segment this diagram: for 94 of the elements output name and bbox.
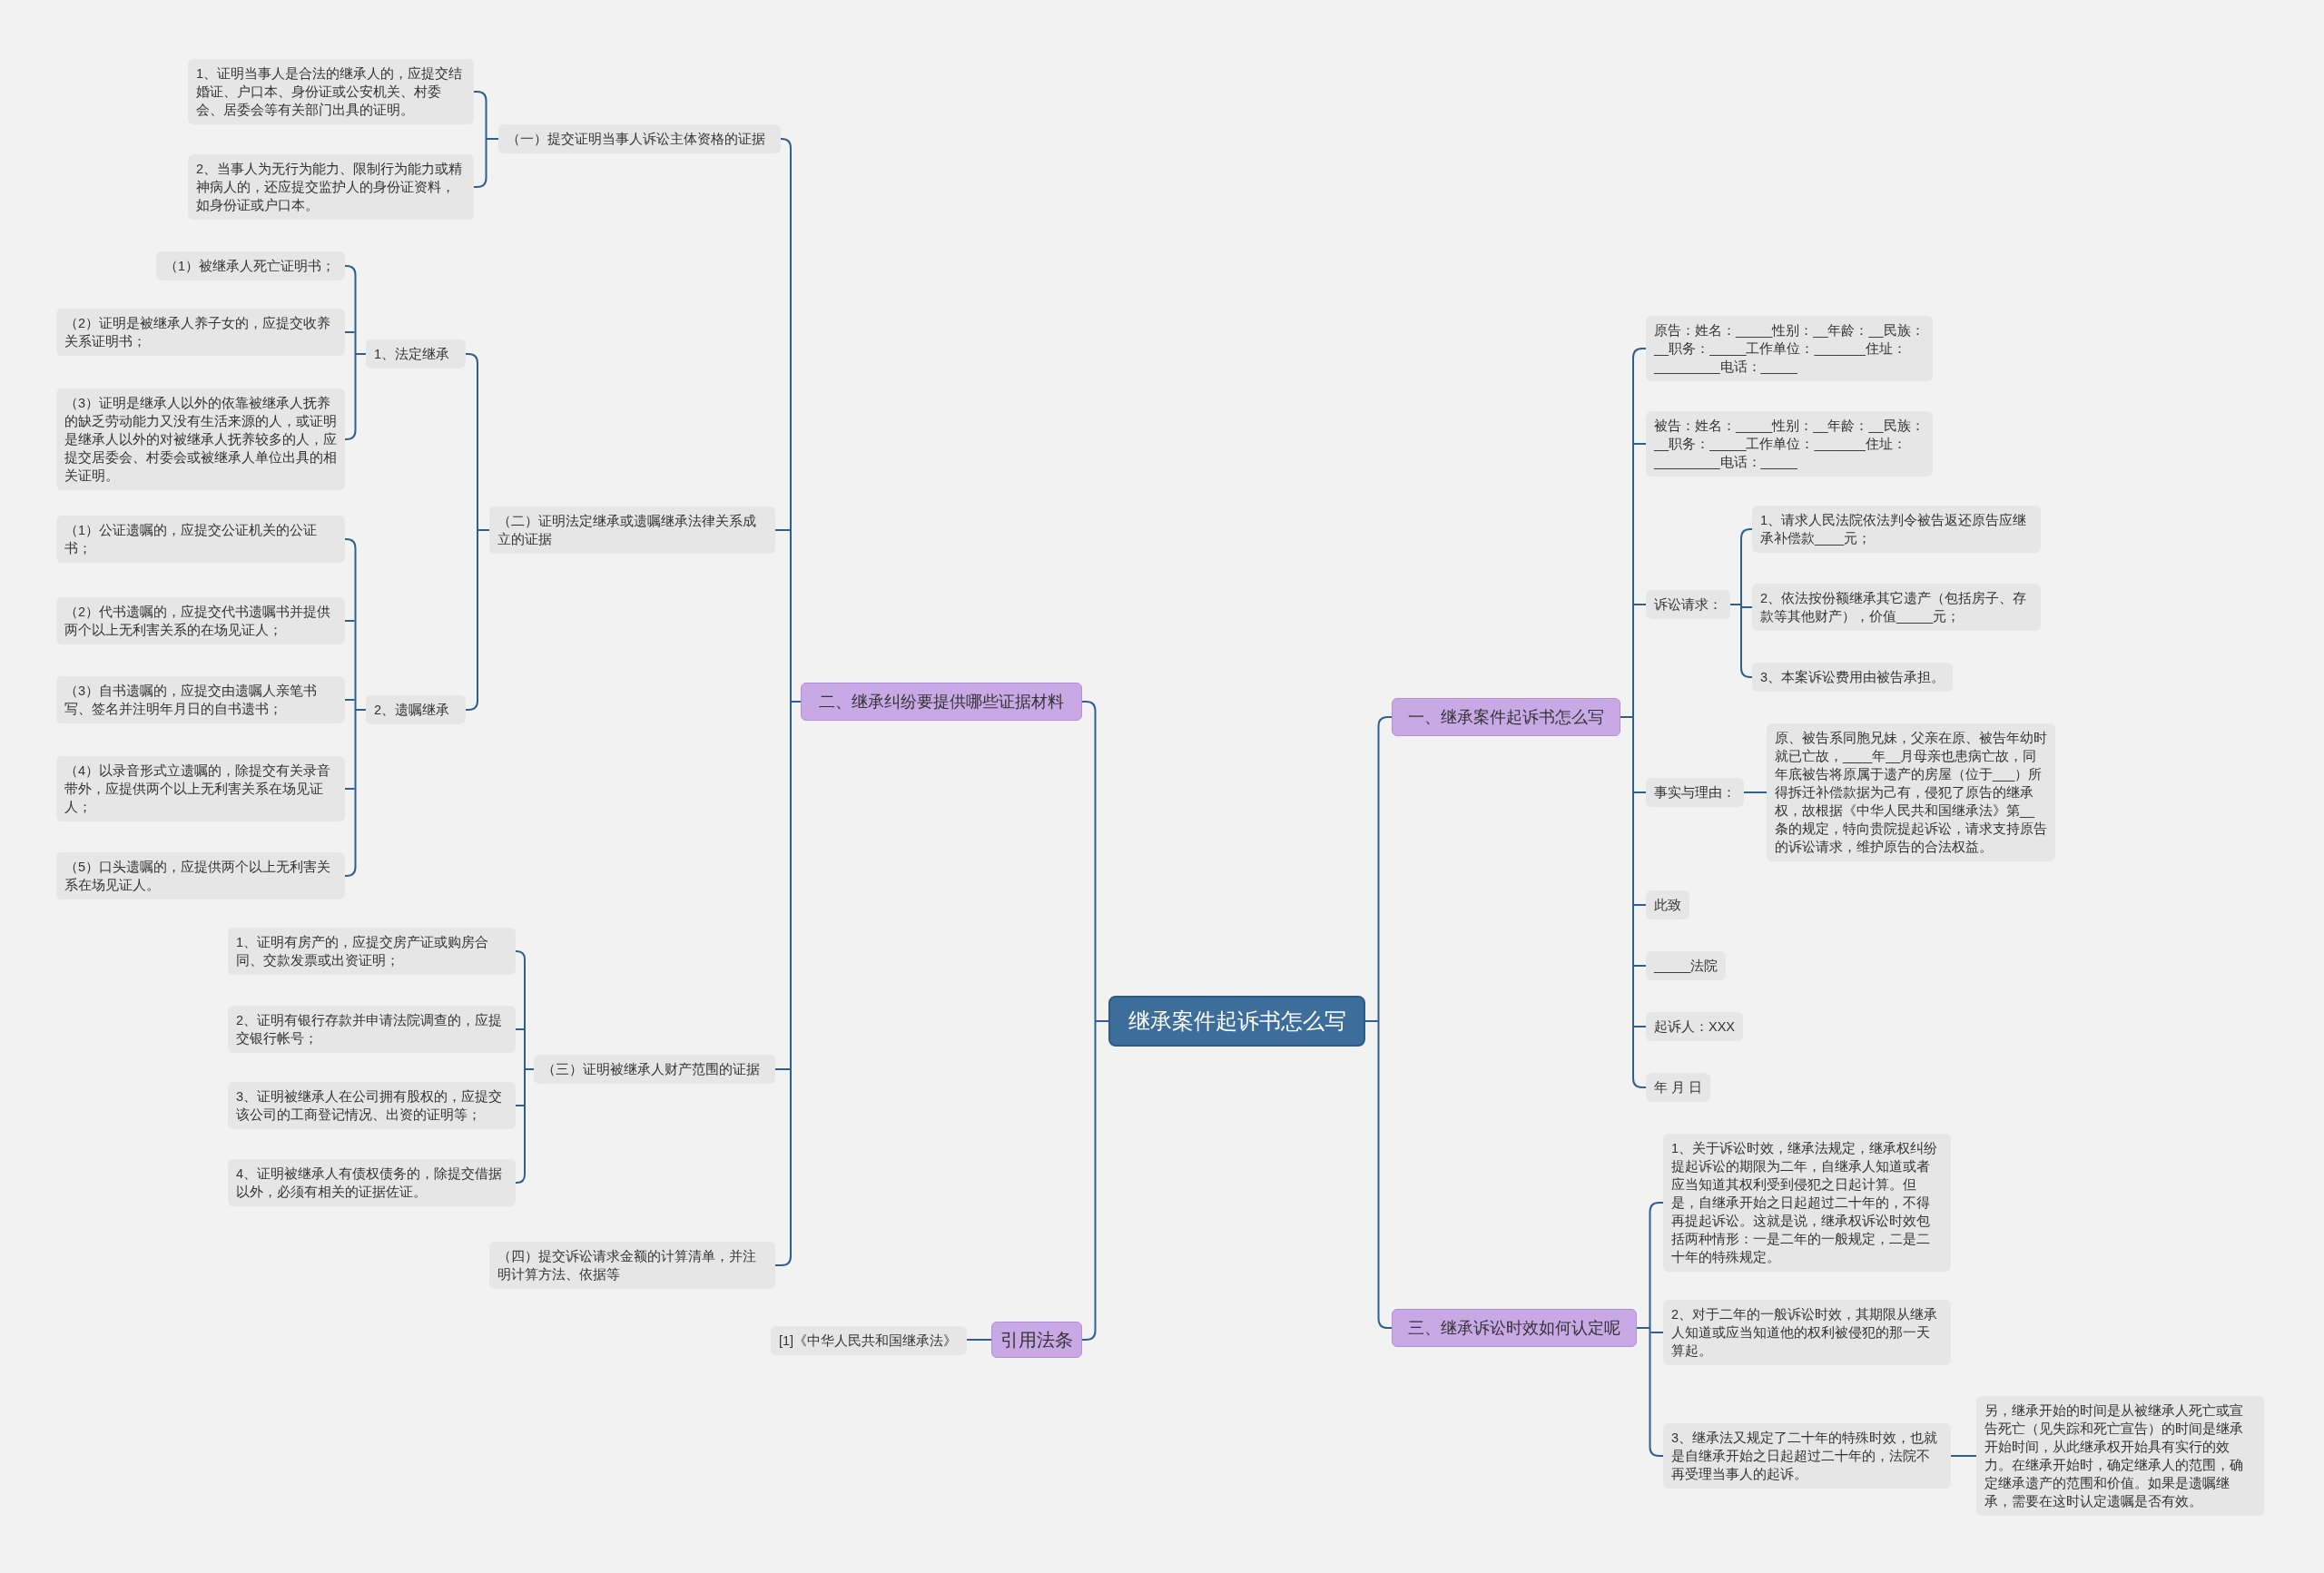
connector-line <box>774 1068 791 1070</box>
connector-line <box>524 959 535 1175</box>
connector-line <box>790 147 802 1257</box>
subtopic: 原告：姓名：_____性别：__年龄：__民族：__职务：_____工作单位：_______住址：_________电话：_____ <box>1646 316 1933 381</box>
connector-line <box>1620 357 1634 1079</box>
subtopic: 诉讼请求： <box>1646 590 1730 619</box>
connector-line <box>1633 443 1647 445</box>
connector-line <box>465 353 478 364</box>
connector-line <box>1649 1202 1664 1213</box>
connector-line <box>1633 791 1647 793</box>
subtopic: 2、证明有银行存款并申请法院调查的，应提交银行帐号； <box>228 1006 516 1053</box>
connector-line <box>473 177 487 188</box>
subtopic: （1）被继承人死亡证明书； <box>156 251 345 280</box>
connector-line <box>344 331 356 333</box>
subtopic: [1]《中华人民共和国继承法》 <box>771 1326 967 1355</box>
subtopic: （2）代书遗嘱的，应提交代书遗嘱书并提供两个以上无利害关系的在场见证人； <box>56 597 345 644</box>
subtopic: 2、当事人为无行为能力、限制行为能力或精神病人的，还应提交监护人的身份证资料，如身份证或户口本。 <box>188 154 474 220</box>
connector-line <box>344 866 357 877</box>
subtopic: 此致 <box>1646 890 1689 919</box>
connector-line <box>515 1105 525 1106</box>
connector-line <box>477 362 490 702</box>
subtopic: （4）以录音形式立遗嘱的，除提交有关录音带外，应提供两个以上无利害关系在场见证人； <box>56 756 345 821</box>
connector-line <box>1632 1077 1647 1088</box>
main-topic: 三、继承诉讼时效如何认定呢 <box>1392 1309 1637 1347</box>
subtopic: 事实与理由： <box>1646 778 1744 807</box>
connector-line <box>1633 1026 1647 1027</box>
connector-line <box>344 538 357 549</box>
connector-line <box>1729 537 1742 669</box>
connector-line <box>1649 1332 1664 1333</box>
connector-line <box>473 91 487 102</box>
connector-line <box>344 265 357 276</box>
subtopic: 2、对于二年的一般诉讼时效，其期限从继承人知道或应当知道他的权利被侵犯的那一天算起。 <box>1663 1300 1951 1365</box>
connector-line <box>1633 965 1647 967</box>
main-topic: 一、继承案件起诉书怎么写 <box>1392 698 1620 736</box>
connector-line <box>780 138 792 149</box>
connector-line <box>1364 725 1380 1320</box>
subtopic: （1）公证遗嘱的，应提交公证机关的公证书； <box>56 516 345 563</box>
connector-line <box>344 788 356 790</box>
connector-line <box>515 1028 525 1030</box>
connector-line <box>465 700 478 711</box>
connector-line <box>1633 604 1647 605</box>
subtopic: 1、关于诉讼时效，继承法规定，继承权纠纷提起诉讼的期限为二年，自继承人知道或者应当知道其权利受到侵犯之日起计算。但是，自继承开始之日起超过二十年的，不得再提起诉讼。这就是说，继承权诉讼时效包括两种情形：一是二年的一般规定，二是二十年的特殊规定。 <box>1663 1134 1951 1272</box>
main-topic: 二、继承纠纷要提供哪些证据材料 <box>801 683 1082 721</box>
connector-line <box>1740 528 1753 539</box>
connector-line <box>1743 791 1768 793</box>
connector-line <box>1740 667 1753 678</box>
subtopic: 1、证明当事人是合法的继承人的，应提交结婚证、户口本、身份证或公安机关、村委会、居委会等有关部门出具的证明。 <box>188 59 474 124</box>
connector-line <box>1081 701 1097 712</box>
subtopic: 起诉人：XXX <box>1646 1012 1743 1041</box>
connector-line <box>485 100 499 179</box>
connector-line <box>1636 1211 1651 1448</box>
subtopic: 1、法定继承 <box>366 339 466 369</box>
connector-line <box>515 1174 526 1184</box>
subtopic: （3）证明是继承人以外的依靠被继承人抚养的缺乏劳动能力又没有生活来源的人，或证明是继承人以外的对被继承人抚养较多的人，应提交居委会、村委会或被继承人单位出具的相关证明。 <box>56 388 345 490</box>
subtopic: 3、本案诉讼费用由被告承担。 <box>1752 663 1954 692</box>
subtopic: （四）提交诉讼请求金额的计算清单，并注明计算方法、依据等 <box>489 1242 775 1289</box>
connector-line <box>1633 904 1647 906</box>
subtopic: 另，继承开始的时间是从被继承人死亡或宣告死亡（见失踪和死亡宣告）的时间是继承开始时间，从此继承权开始具有实行的效力。在继承开始时，确定继承人的范围，确定继承遗产的范围和价值。如果是遗嘱继承，需要在这时认定遗嘱是否有效。 <box>1976 1396 2264 1516</box>
subtopic: 3、继承法又规定了二十年的特殊时效，也就是自继承开始之日起超过二十年的，法院不再受理当事人的起诉。 <box>1663 1423 1951 1489</box>
subtopic: 1、证明有房产的，应提交房产证或购房合同、交款发票或出资证明； <box>228 928 516 975</box>
connector-line <box>1377 1318 1393 1329</box>
connector-line <box>1094 710 1109 1332</box>
connector-line <box>966 1339 992 1341</box>
connector-line <box>344 699 356 701</box>
connector-line <box>1741 606 1753 608</box>
connector-line <box>1377 716 1393 727</box>
connector-line <box>1950 1455 1977 1457</box>
connector-line <box>774 529 791 531</box>
subtopic: （三）证明被继承人财产范围的证据 <box>534 1055 775 1084</box>
subtopic: 原、被告系同胞兄妹，父亲在原、被告年幼时就已亡故，____年__月母亲也患病亡故，同年底被告将原属于遗产的房屋（位于___）所得拆迁补偿款据为己有，侵犯了原告的继承权，故根据《中华人民共和国继承法》第__条的规定，特向贵院提起诉讼，请求支持原告的诉讼请求，维护原告的合法权益。 <box>1767 723 2055 861</box>
subtopic: 3、证明被继承人在公司拥有股权的，应提交该公司的工商登记情况、出资的证明等； <box>228 1082 516 1129</box>
subtopic: 2、遗嘱继承 <box>366 695 466 724</box>
connector-line <box>774 1255 792 1266</box>
subtopic: （二）证明法定继承或遗嘱继承法律关系成立的证据 <box>489 506 775 554</box>
subtopic: _____法院 <box>1646 951 1727 980</box>
connector-line <box>1632 348 1647 359</box>
subtopic: 1、请求人民法院依法判令被告返还原告应继承补偿款____元； <box>1752 506 2041 553</box>
connector-line <box>344 620 356 622</box>
connector-line <box>344 429 357 440</box>
subtopic: 被告：姓名：_____性别：__年龄：__民族：__职务：_____工作单位：_______住址：_________电话：_____ <box>1646 411 1933 477</box>
connector-line <box>354 274 367 431</box>
subtopic: （5）口头遗嘱的，应提供两个以上无利害关系在场见证人。 <box>56 852 345 900</box>
main-topic: 引用法条 <box>991 1322 1082 1358</box>
connector-line <box>1649 1446 1664 1457</box>
connector-line <box>1081 1330 1097 1341</box>
subtopic: 4、证明被继承人有债权债务的，除提交借据以外，必须有相关的证据佐证。 <box>228 1159 516 1206</box>
subtopic: （2）证明是被继承人养子女的，应提交收养关系证明书； <box>56 309 345 356</box>
subtopic: 年 月 日 <box>1646 1073 1711 1102</box>
connector-line <box>354 547 367 868</box>
subtopic: （一）提交证明当事人诉讼主体资格的证据 <box>498 124 781 153</box>
connector-line <box>515 950 526 960</box>
central-topic: 继承案件起诉书怎么写 <box>1108 996 1365 1047</box>
subtopic: （3）自书遗嘱的，应提交由遗嘱人亲笔书写、签名并注明年月日的自书遗书； <box>56 676 345 723</box>
subtopic: 2、依法按份额继承其它遗产（包括房子、存款等其他财产），价值_____元； <box>1752 584 2041 631</box>
